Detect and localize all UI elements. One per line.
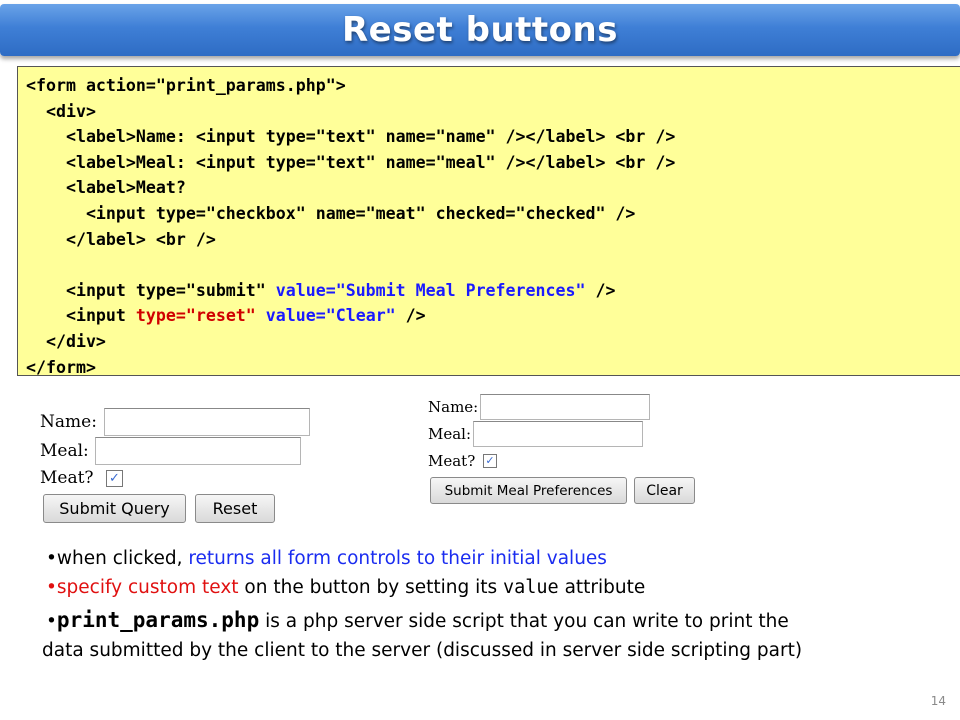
code-segment: type="reset" (135, 306, 256, 326)
code-segment: </label> <br /> (26, 229, 216, 249)
form-demo-default: Name: Meal: Meat? ✓ Submit Query Reset (40, 404, 320, 526)
code-segment: value="Submit Meal Preferences" (275, 280, 586, 300)
meal-label: Meal: (428, 425, 472, 443)
checkmark-icon: ✓ (109, 470, 120, 486)
meat-checkbox[interactable]: ✓ (483, 454, 497, 468)
code-line (26, 252, 960, 278)
code-line: <label>Meal: <input type="text" name="me… (26, 150, 960, 176)
meal-label: Meal: (40, 441, 89, 461)
code-line: <input type="reset" value="Clear" /> (26, 303, 960, 329)
code-line: <input type="checkbox" name="meat" check… (26, 201, 960, 227)
code-segment: <label>Meal: <input type="text" name="me… (26, 152, 676, 172)
name-label: Name: (40, 412, 97, 432)
clear-button[interactable]: Clear (634, 477, 695, 504)
code-segment: <form action="print_params.php"> (26, 76, 346, 95)
bullet-highlight: returns all form controls to their initi… (188, 548, 607, 569)
code-segment: <label>Meat? (26, 178, 186, 198)
bullet-text: on the button by setting its (238, 577, 503, 598)
bullet-text: when clicked, (56, 548, 189, 569)
bullet-text: attribute (558, 577, 646, 598)
bullet-text: is a php server side script that you can… (259, 611, 789, 632)
code-segment: /> (395, 306, 426, 326)
form-demo-custom: Name: Meal: Meat? ✓ Submit Meal Preferen… (428, 392, 703, 508)
bullet-code: value (503, 577, 559, 598)
meal-input[interactable] (95, 437, 301, 465)
code-segment: <label>Name: <input type="text" name="na… (26, 127, 676, 147)
code-line: <input type="submit" value="Submit Meal … (26, 278, 960, 304)
bullet-code: print_params.php (56, 608, 260, 632)
code-line: </label> <br /> (26, 227, 960, 253)
code-segment: <input type="checkbox" name="meat" check… (26, 203, 636, 223)
code-segment: </div> (26, 331, 106, 351)
submit-query-button[interactable]: Submit Query (43, 494, 186, 523)
code-segment: <div> (26, 101, 96, 121)
code-segment: <input (26, 306, 136, 326)
code-block: <form action="print_params.php"> <div> <… (17, 66, 960, 377)
bullet-highlight: specify custom text (56, 577, 239, 598)
code-segment: <input type="submit" (26, 280, 276, 300)
code-line: </form> (26, 355, 960, 381)
bullet-item: •print_params.php is a php server side s… (46, 608, 789, 632)
bullet-continuation: data submitted by the client to the serv… (42, 640, 803, 661)
code-segment: </form> (26, 357, 96, 377)
code-line: </div> (26, 329, 960, 355)
submit-meal-preferences-button[interactable]: Submit Meal Preferences (430, 477, 627, 504)
name-input[interactable] (480, 394, 650, 420)
meat-label: Meat? (40, 468, 94, 488)
slide-title: Reset buttons (342, 10, 618, 50)
name-input[interactable] (104, 408, 310, 436)
checkmark-icon: ✓ (485, 454, 495, 467)
code-segment: value="Clear" (265, 306, 396, 326)
meal-input[interactable] (473, 421, 643, 447)
code-line: <label>Name: <input type="text" name="na… (26, 124, 960, 150)
bullet-item: •when clicked, returns all form controls… (46, 548, 607, 569)
code-line: <div> (26, 99, 960, 125)
title-bar: Reset buttons (0, 4, 960, 56)
reset-button[interactable]: Reset (195, 494, 275, 523)
code-segment (256, 306, 266, 325)
code-line: <label>Meat? (26, 175, 960, 201)
code-line: <form action="print_params.php"> (26, 73, 960, 99)
name-label: Name: (428, 398, 479, 416)
meat-label: Meat? (428, 452, 476, 470)
bullet-item: •specify custom text on the button by se… (46, 577, 646, 598)
page-number: 14 (930, 694, 946, 708)
bullet-list: •when clicked, returns all form controls… (42, 543, 947, 666)
meat-checkbox[interactable]: ✓ (106, 469, 123, 487)
code-segment: /> (585, 280, 616, 300)
